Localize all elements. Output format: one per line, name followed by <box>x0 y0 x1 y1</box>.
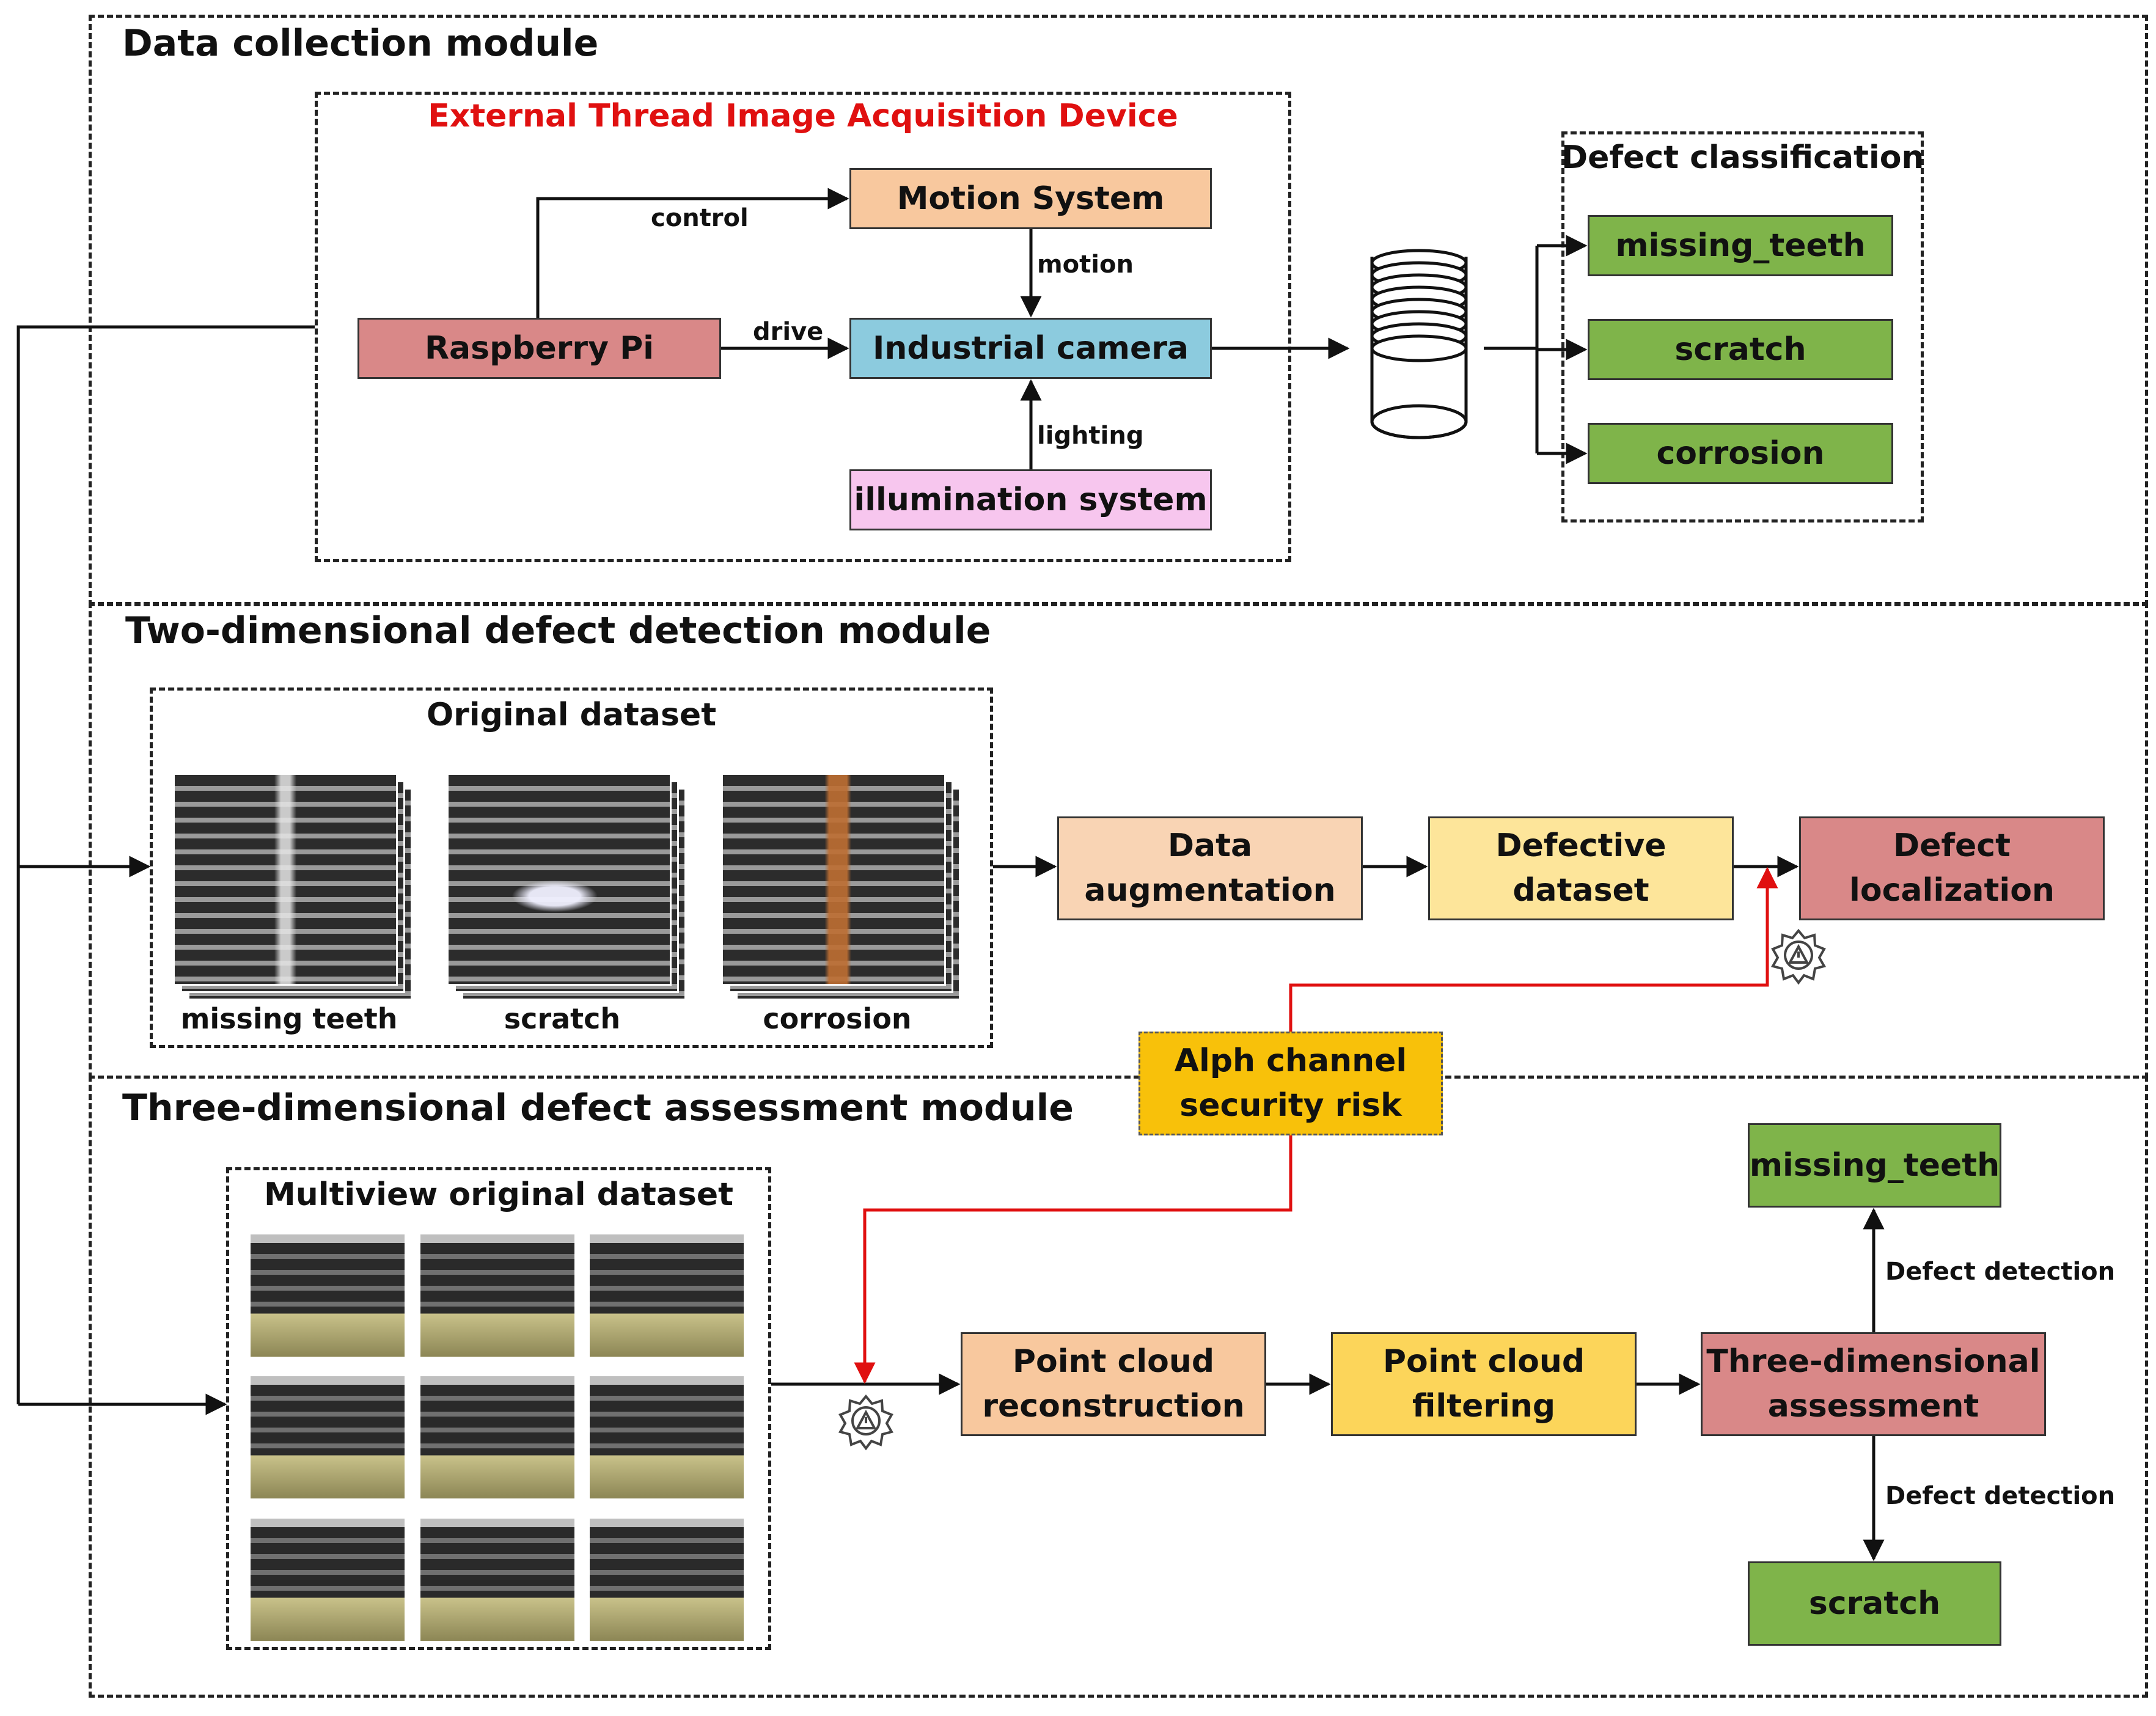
class-scratch: scratch <box>1588 319 1893 380</box>
industrial-camera-box: Industrial camera <box>849 318 1212 379</box>
data-augmentation-line2: augmentation <box>1084 872 1336 909</box>
assessment-line2: assessment <box>1767 1388 1979 1425</box>
defect-localization-line1: Defect <box>1893 827 2011 865</box>
multiview-photo <box>251 1234 405 1357</box>
filtering-line2: filtering <box>1412 1388 1556 1425</box>
filtering-line1: Point cloud <box>1382 1343 1585 1380</box>
corrosion-photo <box>721 773 946 986</box>
class-missing-teeth: missing_teeth <box>1588 215 1893 276</box>
caption-scratch: scratch <box>504 1002 621 1035</box>
output-missing-teeth-box: missing_teeth <box>1748 1123 2001 1208</box>
motion-label: motion <box>1037 251 1134 279</box>
multiview-photo <box>420 1234 574 1357</box>
defect-detection-label-bottom: Defect detection <box>1885 1482 2116 1510</box>
defect-classification-title: Defect classification <box>1561 139 1924 176</box>
defect-classification-frame <box>1561 131 1924 522</box>
defective-dataset-box: Defective dataset <box>1428 816 1734 920</box>
multiview-photo <box>420 1376 574 1498</box>
module-title-detection: Two-dimensional defect detection module <box>125 609 991 652</box>
threaded-part-icon <box>1370 249 1468 439</box>
warning-gear-icon-3d <box>838 1394 894 1451</box>
multiview-photo <box>251 1519 405 1641</box>
alpha-channel-risk-box: Alph channel security risk <box>1138 1032 1443 1135</box>
control-label: control <box>651 204 749 232</box>
class-corrosion: corrosion <box>1588 423 1893 484</box>
data-augmentation-box: Data augmentation <box>1057 816 1363 920</box>
three-dimensional-assessment-box: Three-dimensional assessment <box>1701 1332 2046 1436</box>
illumination-system-box: illumination system <box>849 469 1212 530</box>
reconstruction-line2: reconstruction <box>982 1388 1245 1425</box>
multiview-photo <box>590 1234 744 1357</box>
risk-to-reconstruction-line <box>854 1135 1292 1384</box>
multiview-photo <box>590 1376 744 1498</box>
feeder-line <box>16 325 315 1404</box>
caption-corrosion: corrosion <box>763 1002 912 1035</box>
drive-label: drive <box>753 318 824 346</box>
assessment-3d-frame <box>89 1076 2148 1698</box>
point-cloud-reconstruction-box: Point cloud reconstruction <box>961 1332 1266 1436</box>
risk-line2: security risk <box>1179 1087 1402 1124</box>
reconstruction-line1: Point cloud <box>1012 1343 1215 1380</box>
raspberry-pi-box: Raspberry Pi <box>358 318 721 379</box>
caption-missing-teeth: missing teeth <box>180 1002 398 1035</box>
multiview-photo <box>420 1519 574 1641</box>
control-arrow <box>536 188 849 318</box>
acquisition-device-frame <box>315 92 1291 562</box>
multiview-photo <box>251 1376 405 1498</box>
module-title-assessment: Three-dimensional defect assessment modu… <box>122 1087 1074 1129</box>
original-dataset-frame <box>150 688 993 1048</box>
warning-gear-icon-2d <box>1770 928 1827 985</box>
motion-system-box: Motion System <box>849 168 1212 229</box>
output-scratch-box: scratch <box>1748 1561 2001 1646</box>
multiview-photo <box>590 1519 744 1641</box>
acquisition-device-title: External Thread Image Acquisition Device <box>428 98 1178 134</box>
module-title-collection: Data collection module <box>122 22 599 65</box>
multiview-dataset-title: Multiview original dataset <box>263 1176 733 1213</box>
risk-line1: Alph channel <box>1174 1043 1407 1080</box>
data-augmentation-line1: Data <box>1167 827 1253 865</box>
defect-localization-line2: localization <box>1849 872 2055 909</box>
lighting-label: lighting <box>1037 422 1144 450</box>
missing-teeth-photo <box>173 773 398 986</box>
multiview-dataset-frame <box>226 1167 771 1650</box>
defect-localization-box: Defect localization <box>1799 816 2105 920</box>
defect-detection-label-top: Defect detection <box>1885 1258 2116 1286</box>
scratch-photo <box>447 773 672 986</box>
original-dataset-title: Original dataset <box>426 697 717 733</box>
risk-to-localization-line <box>1289 867 1778 1032</box>
point-cloud-filtering-box: Point cloud filtering <box>1331 1332 1637 1436</box>
assessment-line1: Three-dimensional <box>1706 1343 2041 1380</box>
